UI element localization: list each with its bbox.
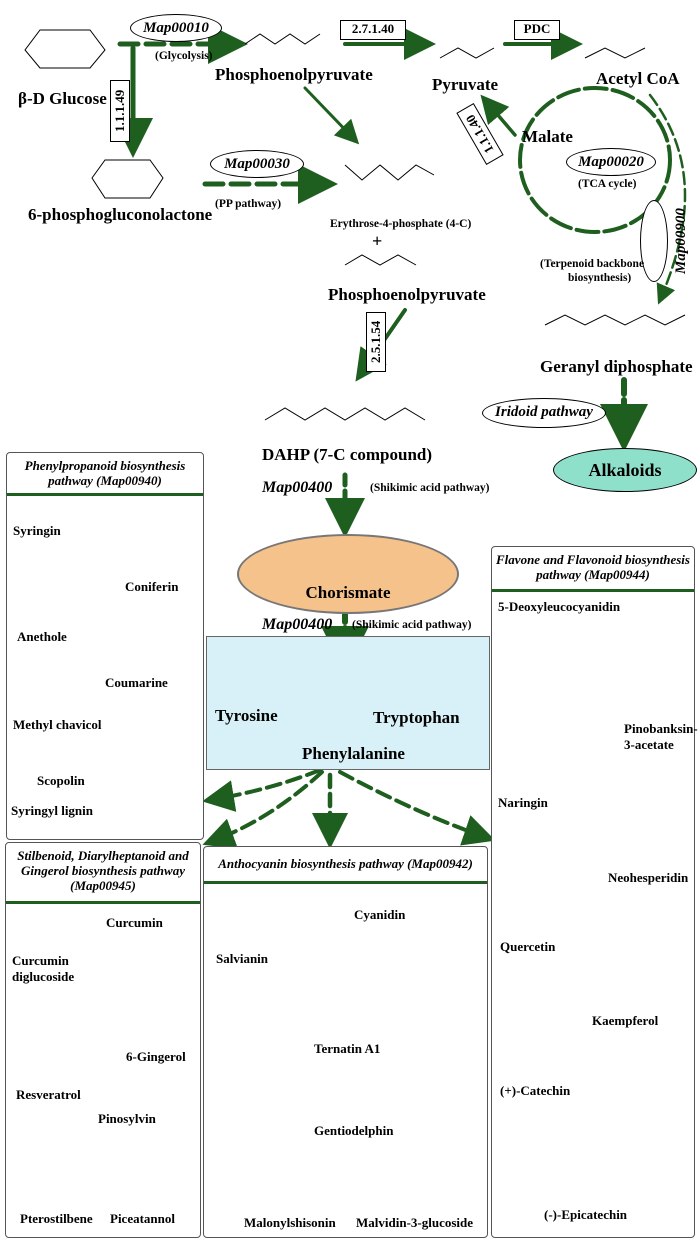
e4p-label: Erythrose-4-phosphate (4-C) [330,218,472,230]
tca-name: (TCA cycle) [578,178,637,190]
compound-catechin: (+)-Catechin [500,1083,571,1098]
gluconolactone-label: 6-phosphogluconolactone [28,205,213,224]
compound-resveratrol: Resveratrol [16,1087,81,1102]
malate-label: Malate [522,127,573,146]
flavonoid-divider [492,589,694,592]
pp-name: (PP pathway) [215,198,282,210]
anthocyanin-panel: Anthocyanin biosynthesis pathway (Map009… [203,846,488,1238]
phenylalanine-label: Phenylalanine [302,744,405,763]
enzyme-2-7-1-40[interactable]: 2.7.1.40 [340,20,406,40]
map-glycolysis[interactable]: Map00010 [130,14,222,42]
map-iridoid[interactable]: Iridoid pathway [482,398,606,428]
chorismate-node[interactable]: Chorismate [237,534,459,614]
tryptophan-label: Tryptophan [373,708,460,727]
compound-scopolin: Scopolin [37,773,85,788]
enzyme-2-5-1-54[interactable]: 2.5.1.54 [366,312,386,372]
anthocyanin-title: Anthocyanin biosynthesis pathway (Map009… [218,856,473,871]
acetyl-structure [584,47,646,59]
compound-5-deoxyleucocyanidin: 5-Deoxyleucocyanidin [498,599,621,614]
compound-methyl-chavicol: Methyl chavicol [13,717,102,732]
pyruvate-label: Pyruvate [432,75,499,94]
stilbenoid-panel: Stilbenoid, Diarylheptanoid and Gingerol… [5,842,201,1238]
terpenoid-name-1: (Terpenoid backbone [540,258,645,270]
aromatic-aa-box: Tyrosine Tryptophan Phenylalanine [206,636,490,770]
arrow-acetyl-terpenoid [648,93,687,305]
geranyl-label: Geranyl diphosphate [540,357,693,376]
compound-salvianin: Salvianin [216,951,269,966]
flavonoid-title: Flavone and Flavonoid biosynthesis pathw… [496,552,690,582]
geranyl-structure [544,314,686,326]
phenylpropanoid-panel: Phenylpropanoid biosynthesis pathway (Ma… [6,452,204,840]
compound-quercetin: Quercetin [500,939,556,954]
compound-syringin: Syringin [13,523,61,538]
stilbenoid-divider [6,901,200,904]
compound-naringin: Naringin [498,795,548,810]
plus-sign: + [372,231,383,251]
shikimic-name-1: (Shikimic acid pathway) [370,482,490,494]
map-pp[interactable]: Map00030 [210,150,304,178]
compound-cyanidin: Cyanidin [354,907,406,922]
arrow-pep-e4p [303,86,360,145]
pep-label: Phosphoenolpyruvate [215,65,373,84]
pyruvate-structure [439,47,495,59]
phenylpropanoid-title: Phenylpropanoid biosynthesis pathway (Ma… [24,458,186,488]
tca-cycle [518,86,672,234]
e4p-structure [344,164,435,181]
compound-coumarine: Coumarine [105,675,168,690]
stilbenoid-title: Stilbenoid, Diarylheptanoid and Gingerol… [17,848,189,893]
pep-structure [244,33,321,45]
terpenoid-name-2: biosynthesis) [568,272,632,284]
pep2-label: Phosphoenolpyruvate [328,285,486,304]
tyrosine-label: Tyrosine [215,706,278,725]
shikimic-name-2: (Shikimic acid pathway) [352,619,472,631]
compound-piceatannol: Piceatannol [110,1211,175,1226]
compound-gentiodelphin: Gentiodelphin [314,1123,394,1138]
dahp-label: DAHP (7-C compound) [262,445,433,464]
phenylpropanoid-divider [7,493,203,496]
glucose-label: β-D Glucose [18,89,107,108]
compound-malonylshisonin: Malonylshisonin [244,1215,336,1230]
compound-pinobanksin: Pinobanksin-3-acetate [624,721,698,752]
compound-epicatechin: (-)-Epicatechin [544,1207,628,1222]
compound-curcumin-diglucoside: Curcumin diglucoside [12,953,75,984]
compound-6-gingerol: 6-Gingerol [126,1049,186,1064]
acetyl-coa-label: Acetyl CoA [596,69,680,88]
anthocyanin-divider [204,881,487,884]
arrow-malate-pyruvate [480,94,517,137]
compound-anethole: Anethole [17,629,67,644]
map-shikimic-1[interactable]: Map00400 [262,479,333,496]
compound-pinosylvin: Pinosylvin [98,1111,156,1126]
enzyme-1-1-1-49[interactable]: 1.1.1.49 [110,80,130,142]
arrow-to-phenylpropanoid [202,768,322,812]
map-shikimic-2[interactable]: Map00400 [262,616,333,633]
map-tca[interactable]: Map00020 [566,148,656,176]
compound-neohesperidin: Neohesperidin [608,870,689,885]
flavonoid-panel: Flavone and Flavonoid biosynthesis pathw… [491,546,698,1238]
map-terpenoid[interactable]: Map00900 [640,200,689,282]
arrow-to-flavonoid [338,770,496,846]
alkaloids-node[interactable]: Alkaloids [553,448,697,492]
glucose-structure [24,29,106,69]
compound-curcumin: Curcumin [106,915,163,930]
gluconolactone-structure [91,159,164,199]
chorismate-label: Chorismate [305,583,391,603]
pep2-structure [344,254,417,266]
compound-malvidin: Malvidin-3-glucoside [356,1215,474,1230]
compound-syringyl-lignin: Syringyl lignin [11,803,93,818]
arrow-to-stilbenoid [202,770,324,849]
enzyme-pdc[interactable]: PDC [514,20,560,40]
compound-ternatin: Ternatin A1 [314,1041,381,1056]
compound-pterostilbene: Pterostilbene [20,1211,93,1226]
glycolysis-name: (Glycolysis) [155,50,213,62]
compound-kaempferol: Kaempferol [592,1013,659,1028]
dahp-structure [264,407,426,421]
compound-coniferin: Coniferin [125,579,179,594]
